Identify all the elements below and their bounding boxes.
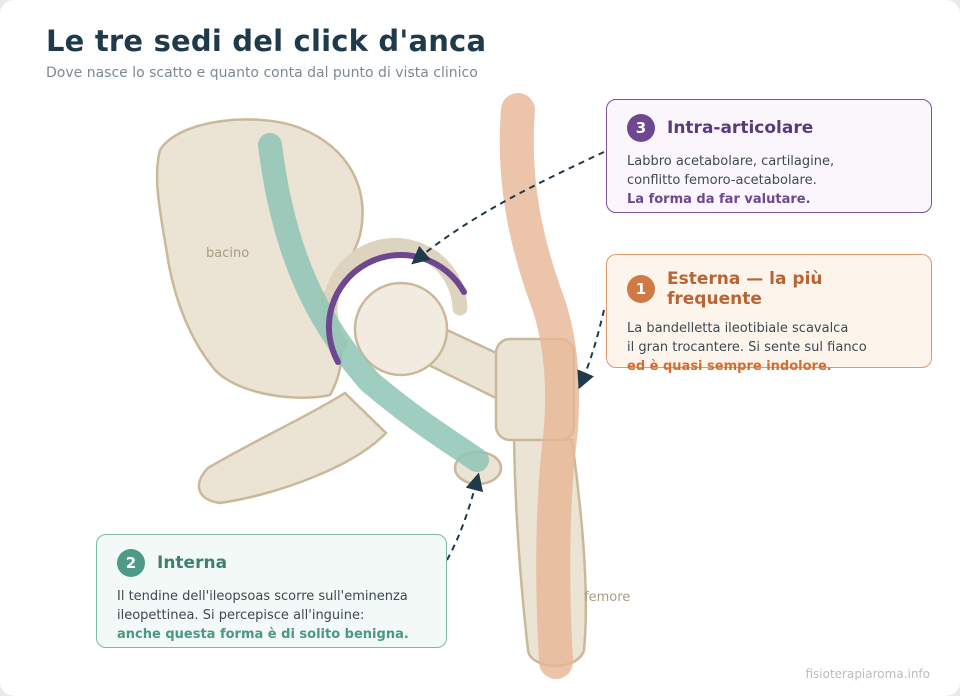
card-title: Intra-articolare [667, 118, 814, 138]
card-text-line: Labbro acetabolare, cartilagine, [627, 154, 835, 169]
pelvis-shape [155, 118, 364, 399]
card-number-badge: 1 [627, 275, 655, 303]
arrow-external [577, 309, 605, 390]
femur-label: femore [584, 590, 630, 605]
iliotibial-band [499, 93, 580, 679]
card-number-badge: 2 [117, 549, 145, 577]
arrow-internal [446, 472, 484, 561]
card-internal: 2 Interna Il tendine dell'ileopsoas scor… [96, 534, 447, 648]
card-text-line: La bandelletta ileotibiale scavalca [627, 321, 849, 336]
femoral-head [353, 281, 449, 377]
card-title: Esterna — la più frequente [667, 269, 823, 309]
card-emphasis: ed è quasi sempre indolore. [627, 359, 832, 374]
page-title: Le tre sedi del click d'anca [46, 24, 487, 58]
card-emphasis: anche questa forma è di solito benigna. [117, 627, 409, 642]
card-intra-articular: 3 Intra-articolare Labbro acetabolare, c… [606, 99, 932, 213]
card-title: Interna [157, 553, 228, 573]
acetabular-labrum [325, 251, 467, 365]
card-external: 1 Esterna — la più frequente La bandelle… [606, 254, 932, 374]
card-emphasis: La forma da far valutare. [627, 192, 811, 207]
card-number-badge: 3 [627, 114, 655, 142]
card-text-line: Il tendine dell'ileopsoas scorre sull'em… [117, 589, 408, 604]
source-credit: fisioterapiaroma.info [805, 667, 930, 681]
iliopsoas-tendon [258, 133, 489, 472]
pelvis-label: bacino [206, 246, 249, 261]
pubic-ramus-shape [197, 391, 388, 505]
card-text-line: il gran trocantere. Si sente sul fianco [627, 340, 867, 355]
card-text-line: ileopettinea. Si percepisce all'inguine: [117, 608, 365, 623]
page-subtitle: Dove nasce lo scatto e quanto conta dal … [46, 65, 478, 81]
card-text-line: conflitto femoro-acetabolare. [627, 173, 817, 188]
arrow-intra-articular [411, 151, 605, 265]
